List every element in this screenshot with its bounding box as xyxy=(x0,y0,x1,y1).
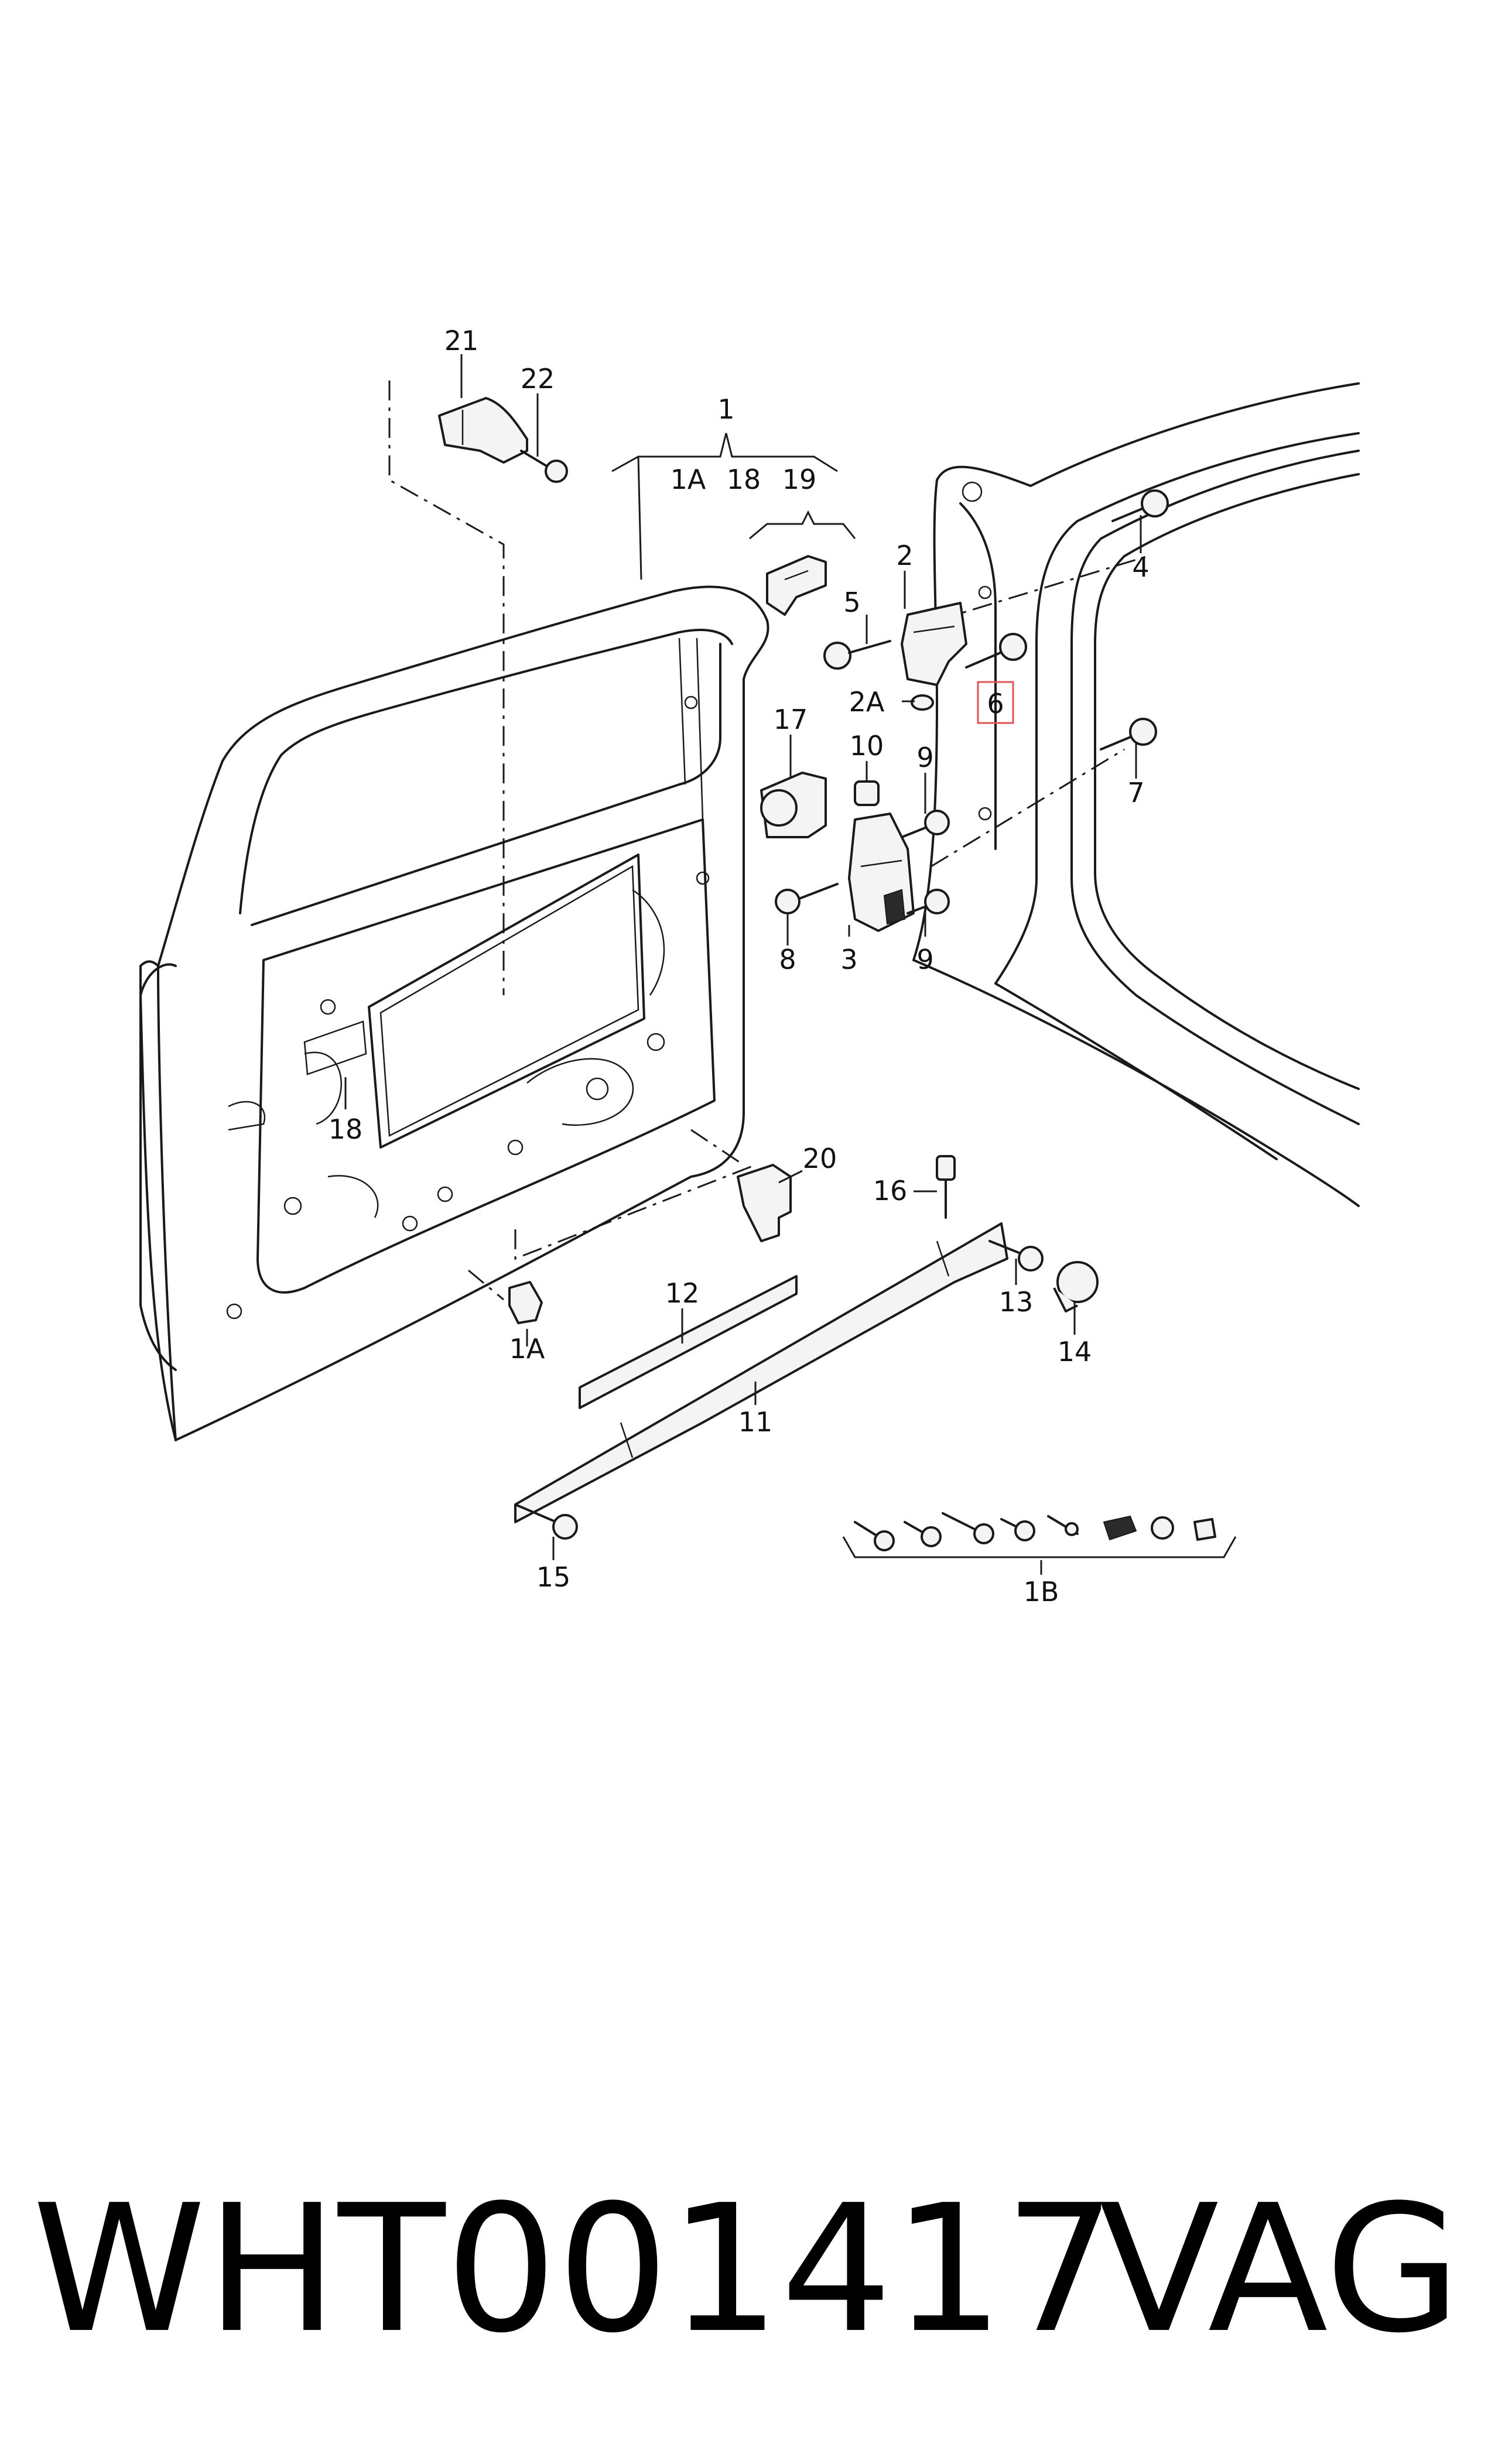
part-20-bracket xyxy=(737,1164,792,1242)
callout-13: 13 xyxy=(999,1286,1034,1318)
door-shell xyxy=(139,585,769,1441)
callout-12: 12 xyxy=(665,1277,700,1309)
part-12-strip xyxy=(579,1275,798,1409)
callout-1A-bottom: 1A xyxy=(509,1333,545,1365)
callout-9-bottom: 9 xyxy=(916,944,933,975)
callout-17: 17 xyxy=(774,704,808,735)
part-19-clip xyxy=(766,555,827,616)
callout-22: 22 xyxy=(521,363,555,395)
part-2-hinge xyxy=(901,602,967,686)
callout-18-bottom: 18 xyxy=(329,1113,363,1145)
callout-4: 4 xyxy=(1132,551,1149,583)
dash-lines xyxy=(388,381,1148,1301)
callout-1: 1 xyxy=(717,393,734,425)
part-6-highlight-box xyxy=(977,681,1014,724)
callout-19: 19 xyxy=(782,464,817,495)
part-9-bolt-upper xyxy=(901,810,950,838)
callout-14: 14 xyxy=(1058,1336,1092,1368)
part-21-bracket xyxy=(438,397,528,464)
callout-8: 8 xyxy=(779,944,796,975)
callout-11: 11 xyxy=(738,1406,773,1438)
part-1A-nut xyxy=(508,1281,543,1324)
callout-2A: 2A xyxy=(849,686,885,718)
part-10-cap xyxy=(854,780,880,806)
part-22-bolt xyxy=(520,450,568,483)
part-16-bolt xyxy=(936,1155,956,1219)
callout-5: 5 xyxy=(843,587,860,618)
part-1B-fastener-set xyxy=(854,1512,1216,1551)
callout-7: 7 xyxy=(1127,777,1144,808)
callout-16: 16 xyxy=(873,1175,908,1207)
part-15-bolt xyxy=(514,1503,578,1540)
callout-15: 15 xyxy=(536,1561,571,1593)
callout-21: 21 xyxy=(444,325,479,357)
part-11-sill-trim xyxy=(514,1222,1008,1523)
callout-1A-top: 1A xyxy=(671,464,706,495)
part-3-hinge xyxy=(848,813,915,932)
part-6-bolt xyxy=(965,633,1027,669)
part-13-bolt xyxy=(988,1240,1044,1272)
part-9-bolt-lower xyxy=(907,889,950,914)
leader-lines xyxy=(344,354,1237,1575)
part-2A-washer xyxy=(911,694,934,711)
callout-3: 3 xyxy=(840,944,857,975)
callout-6: 6 xyxy=(987,688,1004,719)
callout-labels: 21 22 1 1A 18 19 2 5 2A 6 4 7 17 10 9 8 … xyxy=(329,325,1150,1608)
callout-18-top: 18 xyxy=(727,464,761,495)
part-5-bolt xyxy=(823,640,891,670)
callout-10: 10 xyxy=(850,730,884,762)
callout-20: 20 xyxy=(803,1143,837,1174)
callout-9-top: 9 xyxy=(916,742,933,773)
part-8-bolt xyxy=(775,883,839,914)
callout-1B: 1B xyxy=(1024,1576,1059,1608)
callout-2: 2 xyxy=(896,540,913,571)
part-14-clip xyxy=(1053,1261,1099,1312)
part-number: WHT001417 xyxy=(32,2167,1116,2372)
brand-label: VAG xyxy=(1099,2167,1461,2372)
part-4-bolt xyxy=(1111,489,1169,522)
part-7-bolt xyxy=(1100,718,1157,750)
part-17-door-check xyxy=(760,772,827,838)
